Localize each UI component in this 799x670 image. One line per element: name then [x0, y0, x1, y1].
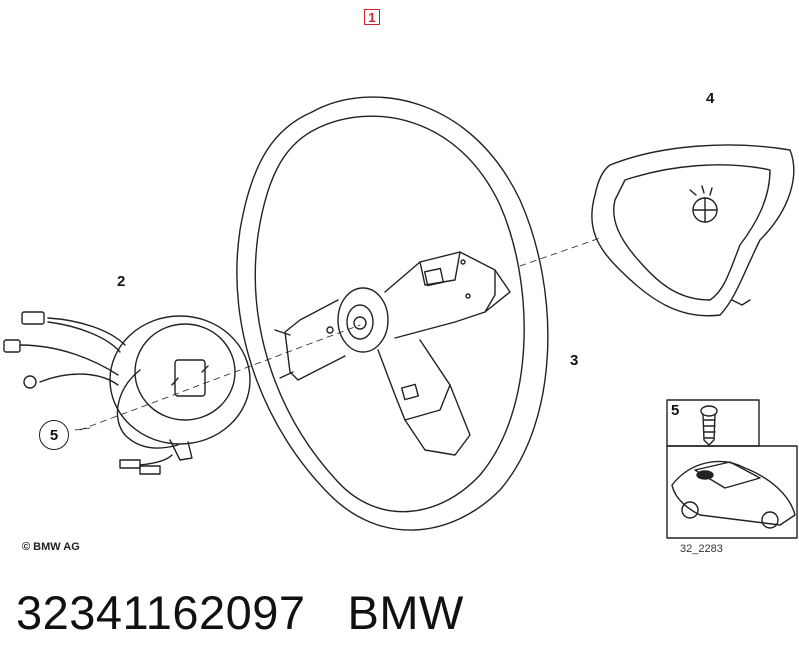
brand-name: BMW: [347, 586, 464, 639]
callout-5: 5: [39, 420, 69, 450]
airbag-module: [591, 144, 795, 317]
callout-3: 3: [570, 352, 579, 369]
part-caption: 32341162097 BMW: [16, 585, 464, 640]
callout-1: 1: [364, 9, 380, 25]
callout-5-inset: 5: [671, 402, 680, 419]
screw-inset: [666, 399, 798, 539]
parts-diagram: [3, 96, 798, 539]
clock-spring: [3, 311, 251, 475]
copyright-notice: © BMW AG: [22, 541, 80, 553]
callout-2: 2: [117, 273, 126, 290]
steering-wheel: [236, 96, 549, 531]
assembly-axis-line: [79, 237, 601, 431]
diagram-reference: 32_2283: [680, 543, 723, 555]
part-number: 32341162097: [16, 586, 306, 639]
callout-4: 4: [706, 90, 715, 107]
